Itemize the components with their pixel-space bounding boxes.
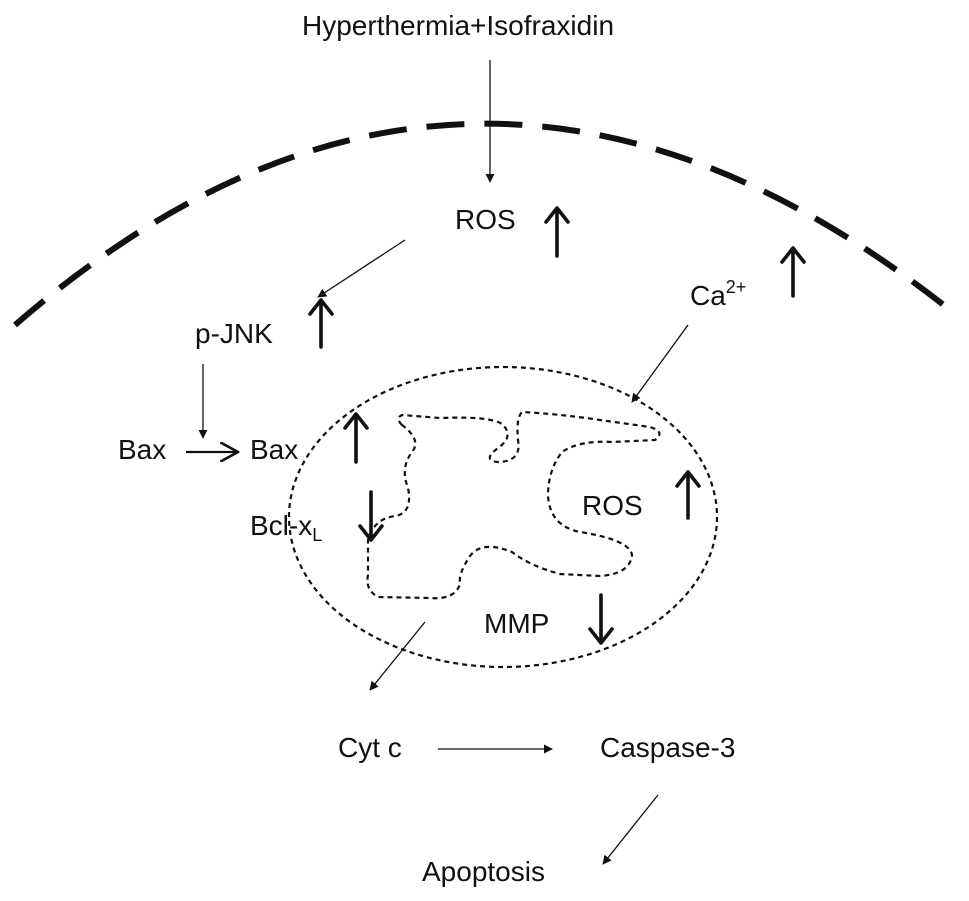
calcium-up-arrow-icon [780, 246, 806, 298]
pjnk-up-arrow-icon [308, 298, 334, 349]
ros-cytosol-up-arrow-icon [544, 206, 570, 258]
calcium-base: Ca [690, 280, 726, 311]
bclxl-base: Bcl-x [250, 510, 313, 541]
apoptosis-label: Apoptosis [422, 856, 545, 887]
bax-up-arrow-icon [343, 412, 369, 464]
mmp-down-arrow-icon [588, 593, 614, 645]
treatment-label: Hyperthermia+Isofraxidin [302, 10, 615, 41]
arrow-mitochondrion-to-cytc [369, 621, 426, 691]
mmp-label: MMP [484, 608, 550, 639]
arrow-caspase3-to-apoptosis [602, 794, 659, 865]
bclxl-label: Bcl-xL [250, 510, 322, 545]
mitochondrion-outer-membrane [287, 365, 719, 669]
arrow-ros-to-pjnk [317, 239, 406, 298]
pjnk-label: p-JNK [195, 318, 273, 349]
ros-mito-up-arrow-icon [675, 470, 701, 520]
bax-cytosol-label: Bax [118, 434, 167, 465]
calcium-charge: 2+ [725, 277, 747, 297]
bclxl-down-arrow-icon [358, 490, 384, 542]
ros-cytosol-label: ROS [455, 204, 516, 235]
caspase3-label: Caspase-3 [600, 732, 736, 763]
bax-mito-label: Bax [250, 434, 299, 465]
calcium-label: Ca2+ [690, 278, 746, 311]
cytc-label: Cyt c [338, 732, 402, 763]
arrow-calcium-to-mitochondrion [631, 324, 689, 403]
ros-mito-label: ROS [582, 490, 643, 521]
bclxl-subscript: L [312, 525, 323, 545]
